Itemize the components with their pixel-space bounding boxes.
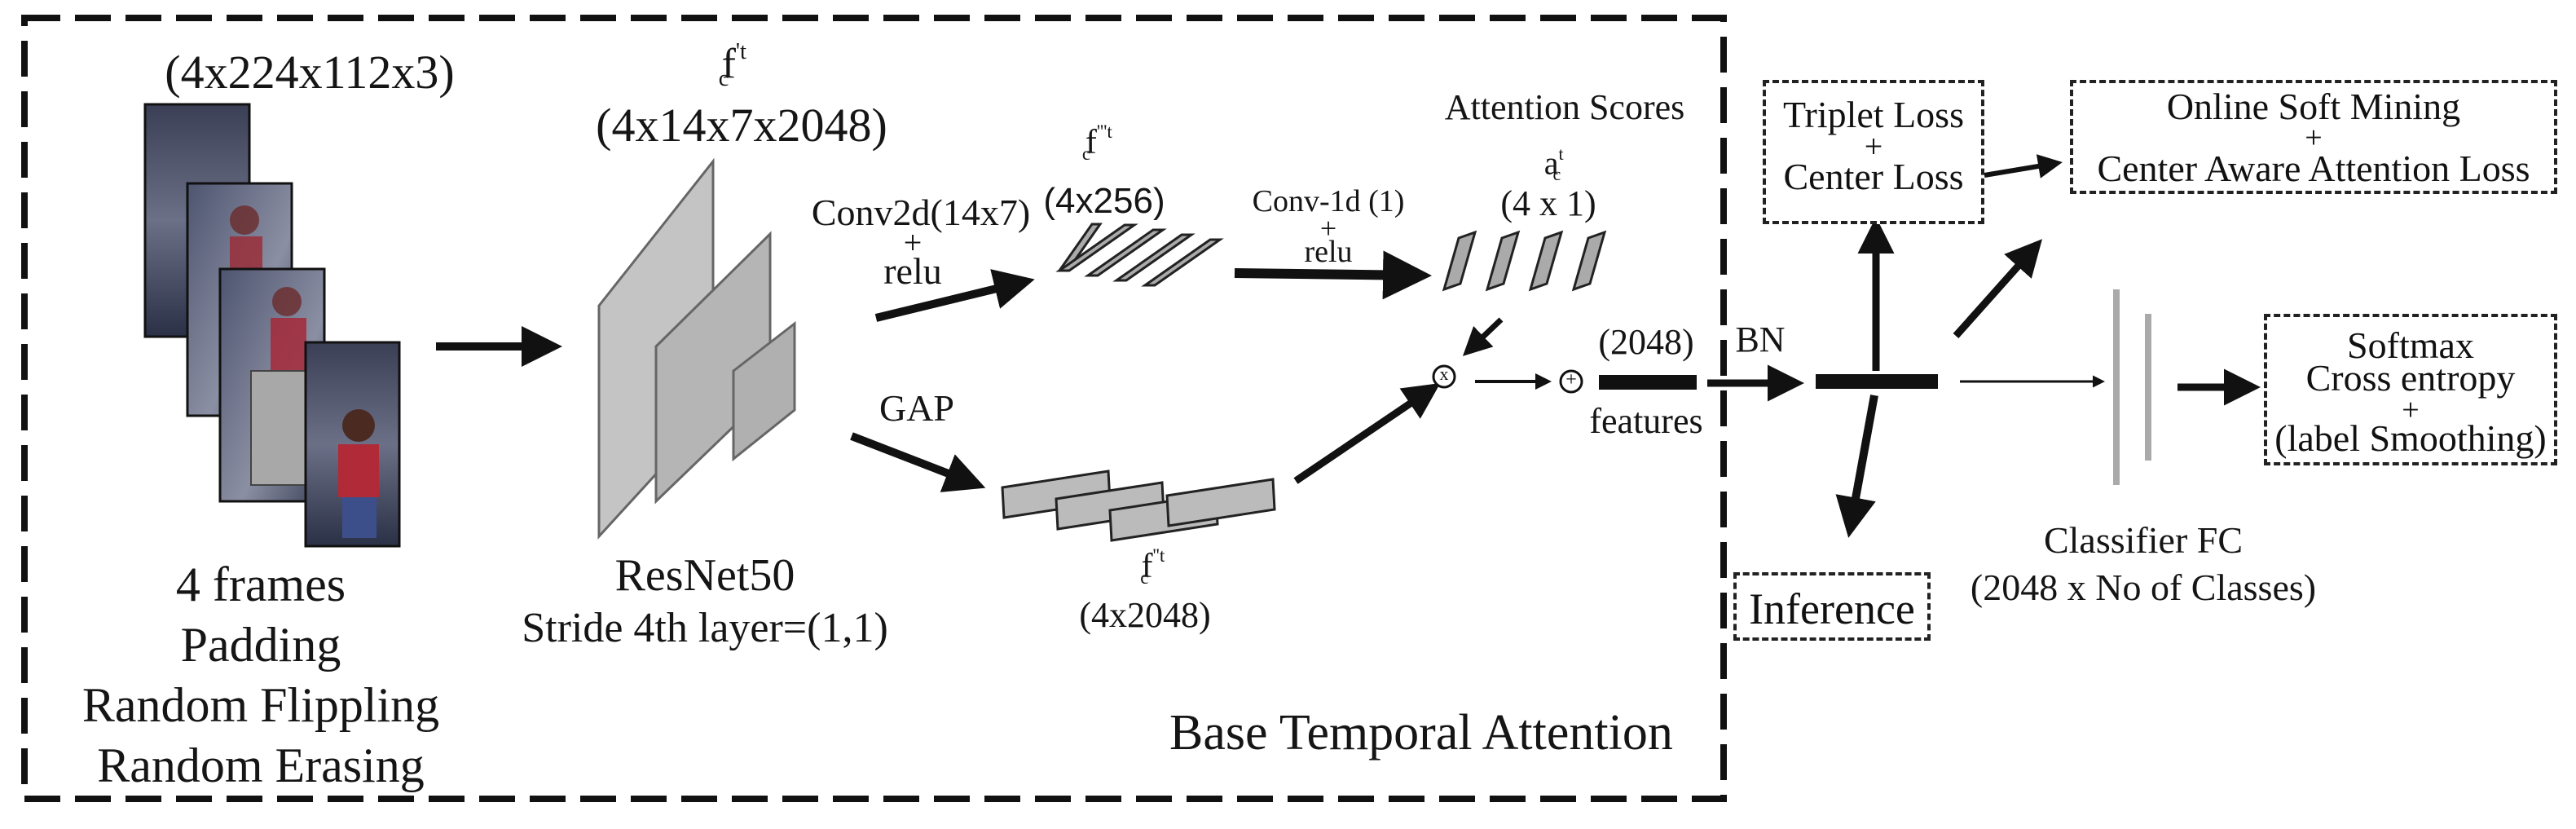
input-frames [143,103,401,548]
caption-random-erasing: Random Erasing [97,739,425,792]
conv1d-plus: + [1319,212,1337,245]
resnet-name: ResNet50 [614,550,795,601]
arrow-bn-to-online [1953,239,2042,338]
inference-label: Inference [1749,584,1915,633]
gap-label: GAP [878,387,955,429]
backbone-feature-symbol: f'tc [718,39,747,91]
arrow-bn-to-inference [1835,395,1878,538]
attention-block-1 [1442,230,1477,292]
resnet-stride-note: Stride 4th layer=(1,1) [522,605,888,651]
triplet-center-loss-box: Triplet Loss + Center Loss [1763,80,1984,224]
classifier-dims: (2048 x No of Classes) [1970,567,2317,608]
triplet-loss-label: Triplet Loss [1783,94,1964,135]
multiply-operator [1432,364,1456,389]
classifier-title: Classifier FC [2043,519,2244,561]
attention-block-4 [1571,230,1607,292]
features-label: features [1589,401,1703,441]
softmax-loss-box: Softmax Cross entropy + (label Smoothing… [2264,314,2557,465]
region-title: Base Temporal Attention [1169,705,1673,761]
caption-padding: Padding [180,618,341,672]
attention-block-3 [1528,230,1564,292]
resnet-feature-maps [597,157,796,540]
caption-random-flipping: Random Flippling [81,678,440,732]
gap-feature-stack [1001,470,1276,542]
conv1d-label: Conv-1d (1) [1252,184,1405,218]
conv2d-label: Conv2d(14x7) [811,192,1031,233]
triplet-plus: + [1864,128,1883,165]
softmax-plus: + [2402,393,2420,427]
cross-entropy-label: Cross entropy [2305,357,2516,399]
center-loss-label: Center Loss [1783,156,1964,197]
conv2d-activation: relu [883,250,942,292]
label-smoothing-label: (label Smoothing) [2274,417,2547,459]
online-soft-mining-label: Online Soft Mining [2166,86,2461,127]
resnet-plane-small [732,320,796,462]
conv2d-plus: + [903,224,923,261]
conv1d-activation: relu [1304,235,1353,269]
input-shape-label: (4x224x112x3) [165,46,455,99]
add-symbol: + [1565,369,1577,390]
input-captions: 4 frames Padding Random Flippling Random… [33,554,489,796]
softmax-label: Softmax [2347,324,2474,366]
arrow-triplet-to-online [1984,154,2063,179]
feature-vector-bar [1599,375,1697,390]
attention-shape: (4 x 1) [1500,183,1596,223]
random-erasing-patch [250,370,310,486]
add-operator [1559,369,1583,394]
conv2d-feature-stack [1055,223,1224,287]
online-soft-mining-box: Online Soft Mining + Center Aware Attent… [2070,80,2557,194]
caption-frames: 4 frames [175,558,346,611]
gap-feature-4 [1165,478,1276,527]
f-prime2-shape: (4x2048) [1079,595,1211,635]
feature-dim-label: (2048) [1598,322,1694,362]
arrow-conv2d [874,269,1035,322]
arrow-conv1d [1234,250,1432,300]
bn-label: BN [1735,320,1786,359]
f-prime3-shape: (4x256) [1043,181,1165,221]
online-plus: + [2305,121,2323,155]
bn-bar [1816,374,1938,389]
attention-block-2 [1485,230,1521,292]
attention-score-blocks [1442,230,1607,292]
multiply-symbol: x [1439,364,1449,384]
inference-box: Inference [1733,572,1931,641]
attention-symbol: atc [1543,143,1564,185]
f-prime3-symbol: f'''tc [1081,121,1112,164]
base-temporal-attention-region [21,15,1727,802]
backbone-feature-shape: (4x14x7x2048) [596,99,887,152]
center-aware-attention-loss-label: Center Aware Attention Loss [2097,148,2530,189]
f-prime2-symbol: f''tc [1140,545,1165,588]
arrow-gap-to-multiply [1293,382,1441,484]
arrow-gap [850,432,986,492]
attention-title: Attention Scores [1444,87,1685,127]
arrow-attention-to-multiply [1462,317,1504,356]
